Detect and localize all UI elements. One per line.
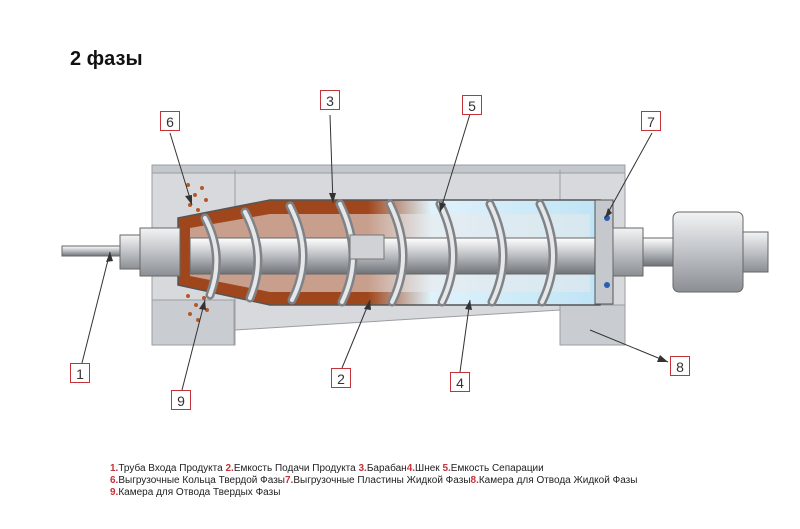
legend-num: 3. bbox=[359, 463, 367, 474]
legend-text: Выгрузочные Кольца Твердой Фазы bbox=[118, 475, 285, 486]
legend-text: Камера для Отвода Твердых Фазы bbox=[118, 487, 280, 498]
legend-line-3: 9.Камера для Отвода Твердых Фазы bbox=[110, 487, 790, 499]
legend-line-2: 6.Выгрузочные Кольца Твердой Фазы7.Выгру… bbox=[110, 475, 790, 487]
legend-text: Барабан bbox=[367, 463, 407, 474]
legend-text: Выгрузочные Пластины Жидкой Фазы bbox=[293, 475, 470, 486]
legend-text: Емкость Подачи Продукта bbox=[234, 463, 359, 474]
legend-num: 2. bbox=[225, 463, 233, 474]
legend-text: Труба Входа Продукта bbox=[118, 463, 225, 474]
legend-line-1: 1.Труба Входа Продукта 2.Емкость Подачи … bbox=[110, 463, 790, 475]
callout-1: 1 bbox=[70, 363, 90, 383]
callout-4: 4 bbox=[450, 372, 470, 392]
legend-text: Шнек bbox=[415, 463, 442, 474]
callout-6: 6 bbox=[160, 111, 180, 131]
callout-2: 2 bbox=[331, 368, 351, 388]
legend-num: 5. bbox=[442, 463, 450, 474]
callout-7: 7 bbox=[641, 111, 661, 131]
callout-3: 3 bbox=[320, 90, 340, 110]
legend-num: 4. bbox=[407, 463, 415, 474]
legend: 1.Труба Входа Продукта 2.Емкость Подачи … bbox=[110, 463, 790, 499]
callout-5: 5 bbox=[462, 95, 482, 115]
legend-num: 8. bbox=[471, 475, 479, 486]
legend-text: Камера для Отвода Жидкой Фазы bbox=[479, 475, 638, 486]
legend-text: Емкость Сепарации bbox=[451, 463, 544, 474]
inlet-pipe bbox=[62, 228, 180, 276]
callout-9: 9 bbox=[171, 390, 191, 410]
callout-8: 8 bbox=[670, 356, 690, 376]
